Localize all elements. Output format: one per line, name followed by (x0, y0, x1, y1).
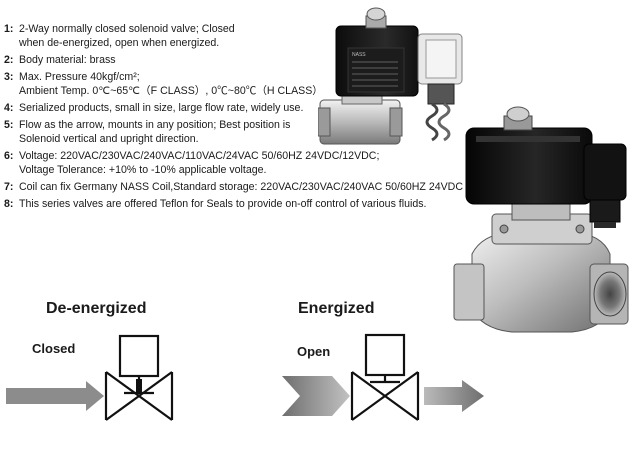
spec-number: 5: (4, 119, 14, 131)
spec-number: 7: (4, 181, 14, 193)
spec-text: 2-Way normally closed solenoid valve; Cl… (19, 23, 235, 35)
spec-text: This series valves are offered Teflon fo… (19, 198, 427, 210)
spec-text: Coil can fix Germany NASS Coil,Standard … (19, 181, 463, 193)
spec-text: Body material: brass (19, 54, 116, 66)
spec-item-4: 4: Serialized products, small in size, l… (4, 101, 474, 115)
spec-number: 8: (4, 198, 14, 210)
spec-text: Ambient Temp. 0℃~65℃（F CLASS）, 0℃~80℃（H … (19, 85, 323, 97)
spec-item-8: 8: This series valves are offered Teflon… (4, 197, 474, 211)
open-state-label: Open (297, 344, 331, 359)
spec-item-3: 3: Max. Pressure 40kgf/cm²; Ambient Temp… (4, 70, 474, 98)
spec-text: when de-energized, open when energized. (19, 37, 220, 49)
open-inlet-arrow (282, 376, 350, 416)
spec-text: Solenoid vertical and upright direction. (19, 133, 199, 145)
deenergized-title: De-energized (46, 300, 147, 317)
large-valve-photo (453, 106, 629, 333)
open-valve-symbol (350, 333, 420, 421)
spec-item-5: 5: Flow as the arrow, mounts in any posi… (4, 118, 474, 146)
open-outlet-arrow (424, 380, 484, 412)
spec-text: Voltage: 220VAC/230VAC/240VAC/110VAC/24V… (19, 150, 380, 162)
svg-text:NASS: NASS (352, 52, 366, 58)
spec-number: 3: (4, 71, 14, 83)
spec-item-2: 2: Body material: brass (4, 53, 474, 67)
spec-list: 1: 2-Way normally closed solenoid valve;… (4, 22, 474, 214)
spec-number: 2: (4, 54, 14, 66)
closed-inlet-arrow (6, 381, 104, 411)
spec-text: Serialized products, small in size, larg… (19, 102, 304, 114)
spec-text: Max. Pressure 40kgf/cm²; (19, 71, 140, 83)
spec-item-6: 6: Voltage: 220VAC/230VAC/240VAC/110VAC/… (4, 149, 474, 177)
spec-item-7: 7: Coil can fix Germany NASS Coil,Standa… (4, 180, 474, 194)
spec-text: Voltage Tolerance: +10% to -10% applicab… (19, 164, 267, 176)
spec-text: Flow as the arrow, mounts in any positio… (19, 119, 291, 131)
spec-number: 1: (4, 23, 14, 35)
small-valve-photo: NASS (318, 7, 463, 145)
closed-state-label: Closed (32, 341, 76, 356)
spec-number: 4: (4, 102, 14, 114)
closed-valve-symbol (104, 334, 174, 421)
energized-title: Energized (298, 300, 375, 317)
spec-number: 6: (4, 150, 14, 162)
valve-flow-diagram (6, 333, 484, 421)
spec-item-1: 1: 2-Way normally closed solenoid valve;… (4, 22, 474, 50)
